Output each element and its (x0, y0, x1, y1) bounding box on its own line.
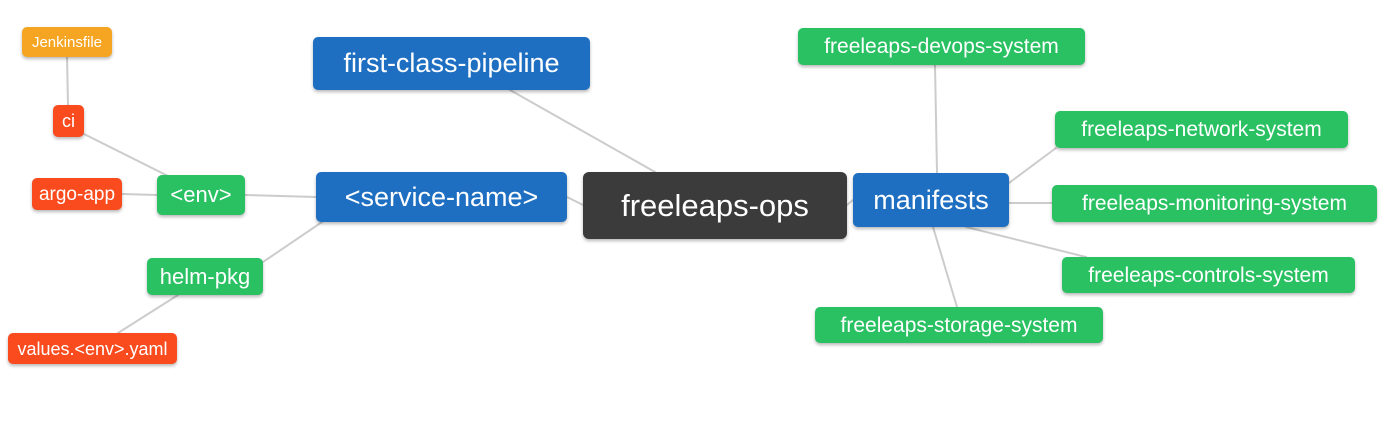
edge-manifests-to-freeleaps-controls-system (965, 226, 1087, 258)
node-ci-label: ci (62, 111, 75, 131)
edge-jenkinsfile-to-ci (66, 56, 69, 106)
node-freeleaps-storage-system[interactable]: freeleaps-storage-system (815, 307, 1103, 343)
node-env[interactable]: <env> (157, 175, 245, 215)
node-freeleaps-ops[interactable]: freeleaps-ops (583, 172, 847, 239)
node-argo-app-label: argo-app (38, 183, 116, 205)
edge-freeleaps-ops-to-manifests (846, 199, 854, 206)
edge-values-env-yaml-to-helm-pkg (117, 294, 179, 334)
node-freeleaps-network-system[interactable]: freeleaps-network-system (1055, 111, 1348, 148)
node-first-class-pipeline-label: first-class-pipeline (343, 48, 560, 78)
node-first-class-pipeline[interactable]: first-class-pipeline (313, 37, 590, 90)
node-freeleaps-ops-label: freeleaps-ops (621, 188, 809, 223)
node-service-name-label: <service-name> (344, 181, 539, 212)
node-service-name[interactable]: <service-name> (316, 172, 567, 222)
node-freeleaps-monitoring-system[interactable]: freeleaps-monitoring-system (1052, 185, 1377, 222)
node-jenkinsfile[interactable]: Jenkinsfile (22, 27, 112, 57)
node-helm-pkg-label: helm-pkg (159, 263, 251, 289)
node-freeleaps-storage-system-label: freeleaps-storage-system (840, 313, 1078, 337)
edge-env-to-service-name (244, 194, 317, 198)
node-env-label: <env> (170, 182, 232, 207)
edge-manifests-to-freeleaps-devops-system (934, 64, 938, 174)
node-freeleaps-devops-system-label: freeleaps-devops-system (824, 35, 1059, 58)
edge-ci-to-env (83, 133, 171, 178)
node-freeleaps-controls-system[interactable]: freeleaps-controls-system (1062, 257, 1355, 293)
node-values-env-yaml[interactable]: values.<env>.yaml (8, 333, 177, 364)
node-freeleaps-controls-system-label: freeleaps-controls-system (1088, 263, 1329, 287)
node-freeleaps-monitoring-system-label: freeleaps-monitoring-system (1082, 192, 1347, 215)
edge-first-class-pipeline-to-freeleaps-ops (509, 89, 656, 173)
node-values-env-yaml-label: values.<env>.yaml (17, 338, 168, 359)
edge-helm-pkg-to-service-name (262, 221, 323, 263)
node-helm-pkg[interactable]: helm-pkg (147, 258, 263, 295)
node-freeleaps-devops-system[interactable]: freeleaps-devops-system (798, 28, 1085, 65)
node-freeleaps-network-system-label: freeleaps-network-system (1081, 118, 1322, 141)
node-manifests[interactable]: manifests (853, 173, 1009, 227)
edge-manifests-to-freeleaps-storage-system (932, 226, 958, 308)
edge-manifests-to-freeleaps-network-system (1008, 147, 1057, 184)
edge-service-name-to-freeleaps-ops (566, 196, 584, 206)
node-manifests-label: manifests (873, 184, 989, 215)
node-argo-app[interactable]: argo-app (32, 178, 122, 210)
node-ci[interactable]: ci (53, 105, 84, 137)
node-jenkinsfile-label: Jenkinsfile (31, 33, 103, 51)
edge-argo-app-to-env (121, 193, 158, 196)
